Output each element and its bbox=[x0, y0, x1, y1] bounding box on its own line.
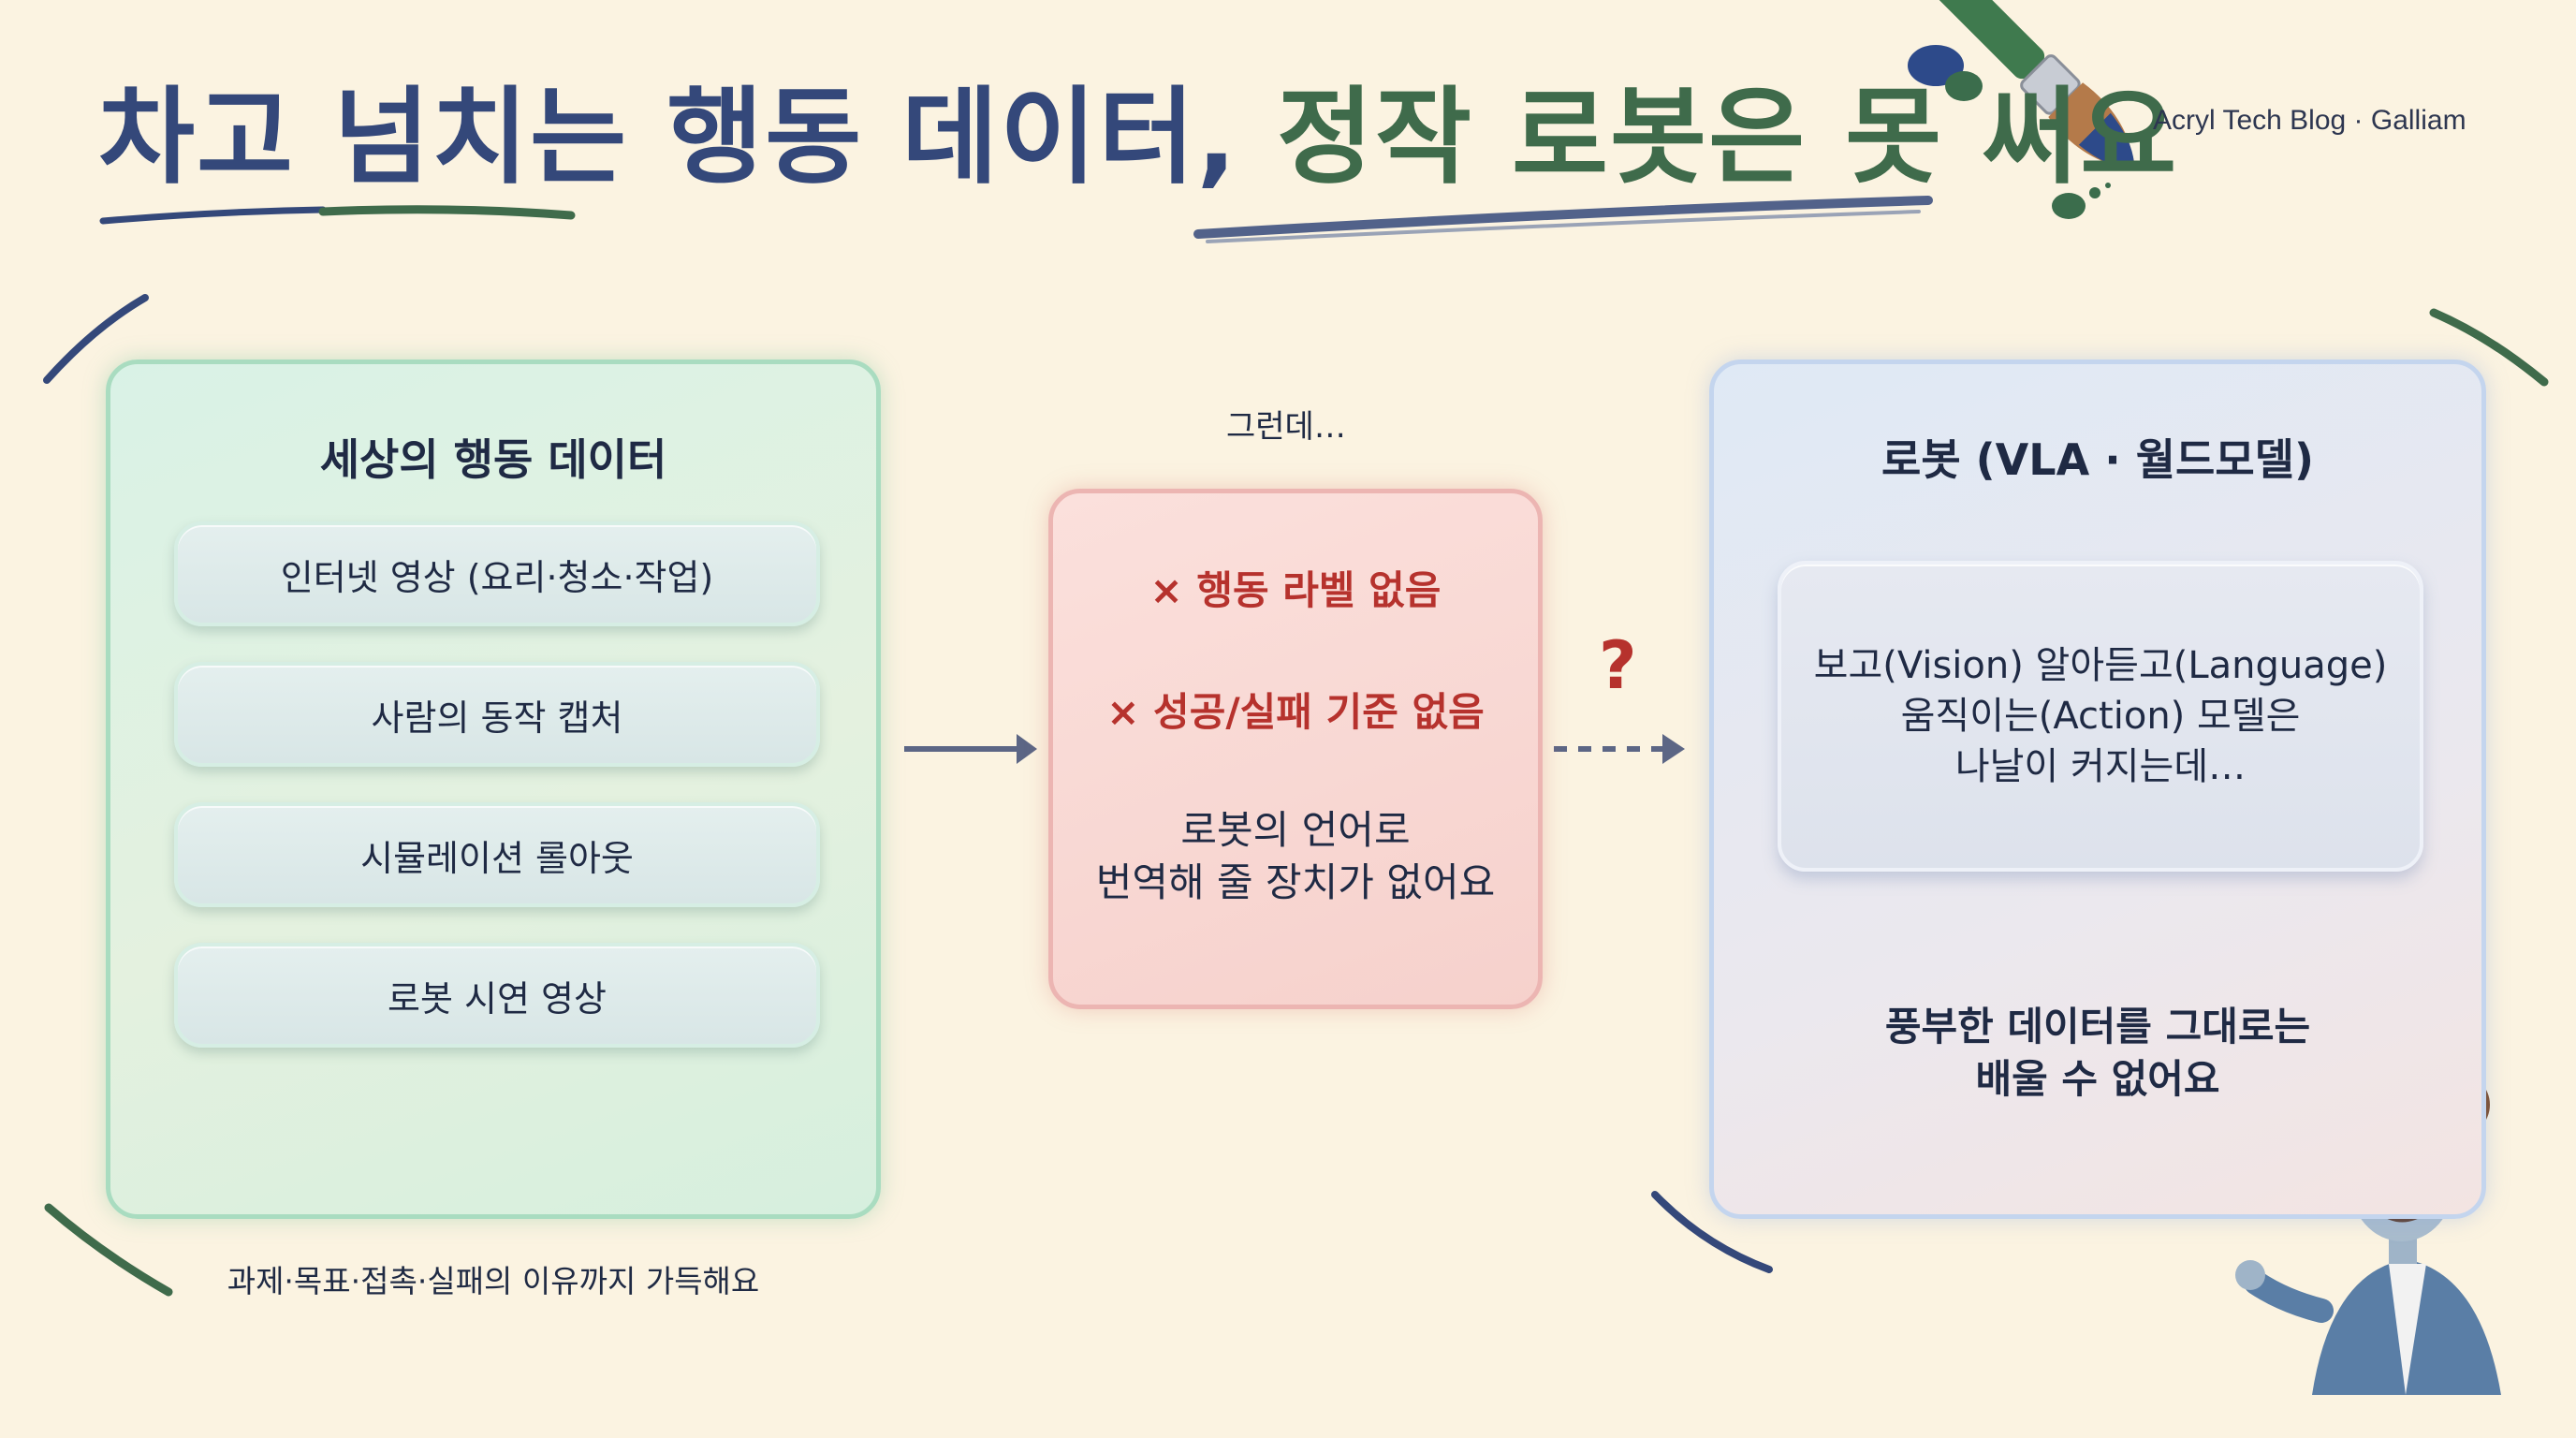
vla-line-1: 보고(Vision) 알아듣고(Language) bbox=[1813, 644, 2388, 687]
dashed-arrow-right-icon bbox=[1554, 734, 1685, 764]
title-underline-green bbox=[318, 205, 576, 220]
title-underline-brush bbox=[1193, 196, 1933, 239]
title-underline-blue bbox=[99, 206, 327, 225]
vla-line-3: 나날이 커지는데… bbox=[1954, 745, 2247, 788]
data-source-chip: 인터넷 영상 (요리·청소·작업) bbox=[174, 521, 820, 626]
right-panel-title: 로봇 (VLA · 월드모델) bbox=[1881, 434, 2314, 485]
world-behavior-data-panel: 세상의 행동 데이터 인터넷 영상 (요리·청소·작업) 사람의 동작 캡처 시… bbox=[106, 360, 881, 1219]
question-mark: ? bbox=[1599, 627, 1637, 704]
left-panel-title: 세상의 행동 데이터 bbox=[319, 434, 667, 485]
data-source-chip: 로봇 시연 영상 bbox=[174, 943, 820, 1048]
vla-model-box: 보고(Vision) 알아듣고(Language) 움직이는(Action) 모… bbox=[1778, 561, 2423, 872]
right-conclusion-line-1: 풍부한 데이터를 그대로는 bbox=[1884, 1004, 2311, 1049]
middle-conclusion-line-2: 번역해 줄 장치가 없어요 bbox=[1095, 859, 1496, 905]
paint-splash-icon bbox=[1908, 45, 2111, 219]
transition-caption: 그런데… bbox=[1226, 408, 1346, 446]
problem-no-success-criteria: × 성공/실패 기준 없음 bbox=[1106, 689, 1485, 735]
arrow-right-icon bbox=[904, 734, 1037, 764]
page-title: 차고 넘치는 행동 데이터, 정작 로봇은 못 써요 bbox=[98, 58, 2178, 217]
paintbrush-icon bbox=[1933, 0, 2135, 169]
data-source-chip: 시뮬레이션 롤아웃 bbox=[174, 802, 820, 907]
right-panel-conclusion: 풍부한 데이터를 그대로는 배울 수 없어요 bbox=[1714, 1001, 2481, 1106]
title-part-robot: 정작 로봇은 못 써요 bbox=[1276, 77, 2179, 198]
problem-no-action-label: × 행동 라벨 없음 bbox=[1149, 567, 1442, 613]
middle-conclusion-line-1: 로봇의 언어로 bbox=[1180, 807, 1411, 853]
data-source-chip: 사람의 동작 캡처 bbox=[174, 662, 820, 767]
right-conclusion-line-2: 배울 수 없어요 bbox=[1975, 1056, 2220, 1102]
robot-model-panel: 로봇 (VLA · 월드모델) 보고(Vision) 알아듣고(Language… bbox=[1709, 360, 2486, 1219]
blog-brand: Acryl Tech Blog · Galliam bbox=[2153, 105, 2466, 136]
title-part-data: 차고 넘치는 행동 데이터, bbox=[98, 77, 1238, 198]
missing-translation-panel: × 행동 라벨 없음 × 성공/실패 기준 없음 로봇의 언어로 번역해 줄 장… bbox=[1048, 489, 1543, 1009]
left-panel-caption: 과제·목표·접촉·실패의 이유까지 가득해요 bbox=[227, 1263, 760, 1299]
vla-line-2: 움직이는(Action) 모델은 bbox=[1900, 695, 2301, 738]
